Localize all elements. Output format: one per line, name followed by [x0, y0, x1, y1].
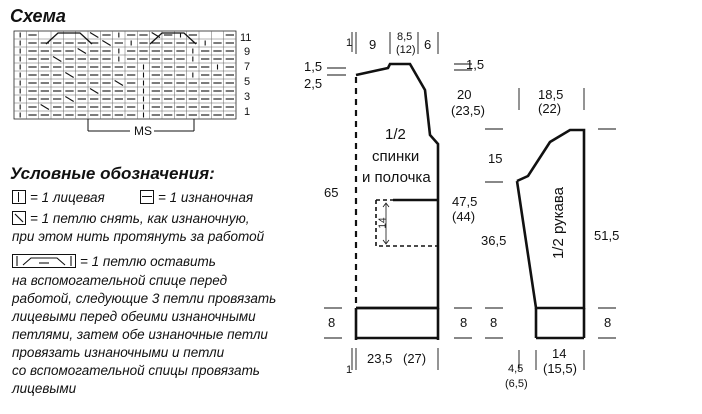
legend-title: Условные обозначения:	[10, 164, 215, 183]
dim-armhole-20: 20	[457, 87, 472, 102]
dim-right-15: 1,5	[466, 57, 485, 72]
dim-sleeve-right-515: 51,5	[594, 228, 620, 243]
stitch-mark	[77, 48, 87, 54]
dim-hem-left-8: 8	[328, 315, 336, 330]
stitch-mark	[114, 80, 124, 86]
dim-sleeve-top-185: 18,5	[538, 87, 564, 102]
sleeve-label: 1/2 рукава	[550, 186, 567, 260]
legend-continuation: со вспомогательной спицы провязать	[12, 363, 260, 378]
dim-right-365: 36,5	[481, 233, 507, 248]
dim-right-44: (44)	[452, 209, 476, 224]
legend-item-purl: = 1 изнаночная	[140, 190, 253, 206]
dim-left-15: 1,5	[304, 59, 323, 74]
dim-sleeve-bottom-45: 4,5	[508, 363, 524, 375]
dim-pocket-14: 14	[377, 217, 389, 229]
dim-bottom-1: 1	[346, 364, 353, 376]
ms-bracket	[87, 119, 195, 132]
dim-top-9: 9	[369, 37, 377, 52]
body-label-line3: и полочка	[362, 169, 431, 186]
purl-stitch-icon	[140, 190, 154, 204]
row-number: 3	[244, 91, 251, 103]
dim-left-65: 65	[324, 185, 339, 200]
row-number: 11	[240, 32, 252, 44]
row-number: 5	[244, 76, 251, 88]
row-number: 9	[244, 46, 251, 58]
dim-hem-right-8: 8	[460, 315, 468, 330]
sleeve-dimension-ticks	[518, 88, 616, 370]
stitch-mark	[89, 32, 99, 38]
legend-continuation: лицевыми	[12, 381, 77, 396]
row-number: 1	[244, 106, 251, 118]
pocket-dim	[382, 202, 390, 245]
legend-continuation: провязать изнаночными и петли	[12, 345, 225, 360]
stitch-mark	[89, 88, 99, 94]
dim-top-12: (12)	[396, 44, 416, 56]
legend-item-knit: = 1 лицевая	[12, 190, 105, 206]
scheme-title: Схема	[10, 6, 66, 26]
legend-item-cable: = 1 петлю оставить	[12, 254, 216, 270]
dim-sleeve-top-22: (22)	[538, 101, 562, 116]
slip-stitch-icon	[12, 211, 26, 225]
legend-continuation: работой, следующие 3 петли провязать	[12, 291, 277, 306]
legend-continuation: петлями, затем обе изнаночные петли	[12, 327, 268, 342]
sleeve-outline	[515, 128, 586, 340]
body-label-line2: спинки	[372, 148, 420, 165]
ms-label: MS	[134, 124, 152, 138]
row-number: 7	[244, 61, 251, 73]
stitch-mark	[40, 104, 50, 110]
legend-continuation: на вспомогательной спице перед	[12, 273, 228, 288]
dim-left-25: 2,5	[304, 76, 323, 91]
stitch-mark	[52, 56, 62, 62]
cable-overlay	[45, 32, 197, 45]
cable-icon	[12, 254, 76, 268]
dim-sleeve-bottom-155: (15,5)	[543, 361, 577, 376]
stitch-mark	[65, 72, 74, 78]
dim-right-475: 47,5	[452, 194, 478, 209]
dim-sleeve-right-8: 8	[604, 315, 612, 330]
dim-top-6: 6	[424, 37, 432, 52]
dim-armhole-235: (23,5)	[451, 103, 485, 118]
dim-top-85: 8,5	[397, 31, 413, 43]
dim-bottom-width: 23,5	[367, 351, 393, 366]
body-dimension-ticks	[324, 32, 503, 370]
dim-sleeve-bottom-14: 14	[552, 346, 567, 361]
dim-sleeve-bottom-65: (6,5)	[505, 378, 528, 390]
legend-item-slip: = 1 петлю снять, как изнаночную,	[12, 211, 250, 227]
pocket	[375, 198, 438, 247]
dim-bottom-width-alt: (27)	[403, 351, 427, 366]
legend-continuation: лицевыми перед обеими изнаночными	[12, 309, 256, 324]
dim-top-1: 1	[346, 37, 353, 49]
stitch-mark	[65, 96, 74, 102]
stitch-mark	[102, 40, 111, 46]
body-label-line1: 1/2	[385, 126, 406, 143]
legend-continuation: при этом нить протянуть за работой	[12, 229, 265, 244]
knit-stitch-icon	[12, 190, 26, 204]
dim-sleeve-left-15: 15	[488, 151, 503, 166]
dim-sleeve-left-8: 8	[490, 315, 498, 330]
body-outline	[354, 62, 440, 340]
